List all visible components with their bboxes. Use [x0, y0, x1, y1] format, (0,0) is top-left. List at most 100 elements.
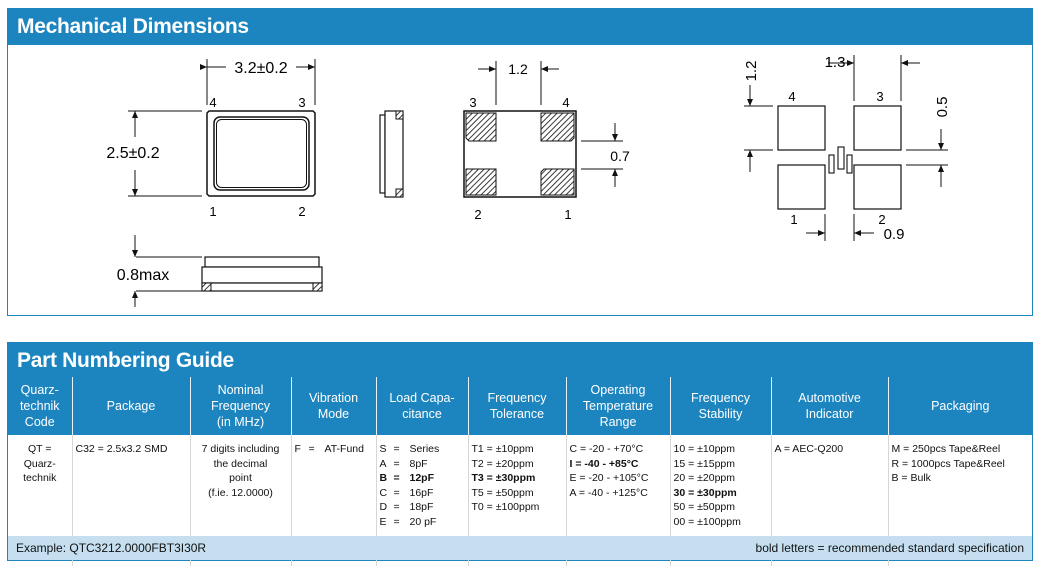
option-line: technik — [23, 472, 57, 484]
footprint-width-label: 1.3 — [825, 54, 846, 71]
bottom-pad-height-label: 0.7 — [610, 148, 630, 164]
part-numbering-title: Part Numbering Guide — [8, 343, 1032, 379]
option-line: M = 250pcs Tape&Reel — [891, 443, 1001, 455]
option-part: 12pF — [409, 472, 435, 484]
bottom-pin-2: 2 — [474, 207, 481, 222]
option-line: A=8pF — [380, 457, 465, 472]
option-line: C32 = 2.5x3.2 SMD — [75, 443, 168, 455]
column-header-line: Mode — [317, 407, 350, 421]
top-view: 3.2±0.2 2.5±0.2 4 3 1 2 — [106, 59, 316, 219]
top-pin-1: 1 — [209, 204, 216, 219]
option-part: = — [393, 501, 400, 513]
top-pin-2: 2 — [298, 204, 305, 219]
option-part: B — [379, 472, 388, 484]
option-part: = — [393, 443, 400, 455]
footprint-pin-3: 3 — [876, 89, 883, 104]
column-header-line: Frequency — [210, 399, 271, 413]
top-pin-4: 4 — [209, 95, 216, 110]
footprint-pin-2: 2 — [878, 212, 885, 227]
column-header-line: Nominal — [217, 383, 264, 397]
option-line: R = 1000pcs Tape&Reel — [891, 457, 1005, 470]
option-line: D = 18pF — [380, 500, 465, 515]
footprint-pin-4: 4 — [788, 89, 795, 104]
column-header: Packaging — [887, 377, 1032, 435]
option-line: S = Series — [380, 442, 465, 457]
option-part: F — [294, 443, 301, 455]
option-line: 7 digits including — [201, 443, 280, 455]
side-view-horizontal: 0.8max — [117, 235, 323, 307]
side-view-vertical — [379, 110, 404, 198]
option-line: I = -40 - +85°C — [569, 457, 639, 470]
option-line: 00 = ±100ppm — [673, 515, 741, 528]
option-line: T3 = ±30ppm — [471, 472, 536, 484]
option-part: AT-Fund — [324, 443, 365, 455]
column-header-line: Packaging — [931, 399, 990, 413]
option-line: E=20 pF — [380, 515, 465, 530]
top-pin-3: 3 — [298, 95, 305, 110]
option-part: = — [308, 443, 315, 455]
option-part: 16pF — [409, 486, 434, 499]
example-bar: Example: QTC3212.0000FBT3I30R bold lette… — [8, 536, 1032, 560]
option-part: A — [379, 457, 387, 470]
option-line: E = -20 - +105°C — [569, 472, 649, 484]
footprint-pad-height-label: 1.2 — [743, 61, 760, 82]
column-header-line: citance — [402, 407, 442, 421]
option-line: (f.ie. 12.0000) — [208, 486, 273, 499]
bottom-pin-4: 4 — [562, 95, 569, 110]
option-part: D — [379, 501, 388, 513]
column-header-line: Tolerance — [489, 407, 545, 421]
option-part: 18pF — [409, 501, 434, 513]
option-line: T1 = ±10ppm — [471, 443, 534, 455]
option-part: S — [379, 443, 387, 455]
option-line: C = 16pF — [380, 486, 465, 501]
option-line: C = -20 - +70°C — [569, 443, 644, 455]
legend-note: bold letters = recommended standard spec… — [755, 541, 1024, 555]
option-line: Quarz- — [23, 457, 56, 470]
top-height-label: 2.5±0.2 — [106, 145, 159, 162]
column-header-line: Package — [106, 399, 156, 413]
option-line: T2 = ±20ppm — [471, 457, 534, 470]
mechanical-dimensions-title: Mechanical Dimensions — [8, 9, 1032, 45]
footprint-pin-1: 1 — [790, 212, 797, 227]
column-header: Load Capa-citance — [375, 377, 468, 435]
column-header-line: Vibration — [308, 391, 359, 405]
option-part: 8pF — [409, 457, 428, 470]
option-line: F = AT-Fund — [295, 442, 373, 457]
example-text: Example: QTC3212.0000FBT3I30R — [16, 541, 207, 555]
option-line: point — [229, 472, 252, 484]
column-header-line: Load Capa- — [389, 391, 455, 405]
column-header-line: Code — [24, 415, 55, 429]
column-header-line: Indicator — [805, 407, 854, 421]
option-part: 20 pF — [409, 515, 437, 528]
option-line: the decimal — [213, 457, 268, 470]
column-header-line: Quarz- — [20, 383, 59, 397]
option-line: T0 = ±100ppm — [471, 501, 540, 513]
option-line: T5 = ±50ppm — [471, 486, 534, 499]
option-part: Series — [409, 443, 440, 455]
option-part: C — [379, 486, 388, 499]
bottom-pitch-label: 1.2 — [508, 61, 528, 77]
column-header-line: Frequency — [690, 391, 751, 405]
mechanical-dimensions-panel: Mechanical Dimensions 3.2±0.2 — [7, 8, 1033, 316]
option-part: = — [393, 472, 400, 484]
option-line: A = -40 - +125°C — [569, 486, 648, 499]
option-line: 10 = ±10ppm — [673, 443, 736, 455]
bottom-pin-1: 1 — [564, 207, 571, 222]
side-height-label: 0.8max — [117, 267, 169, 284]
option-line: 15 = ±15ppm — [673, 457, 736, 470]
option-part: = — [393, 486, 400, 499]
option-line: B = 12pF — [380, 471, 465, 486]
column-header-line: (in MHz) — [216, 415, 265, 429]
option-part: = — [393, 515, 400, 528]
option-line: A = AEC-Q200 — [774, 443, 844, 455]
column-header-line: technik — [19, 399, 60, 413]
